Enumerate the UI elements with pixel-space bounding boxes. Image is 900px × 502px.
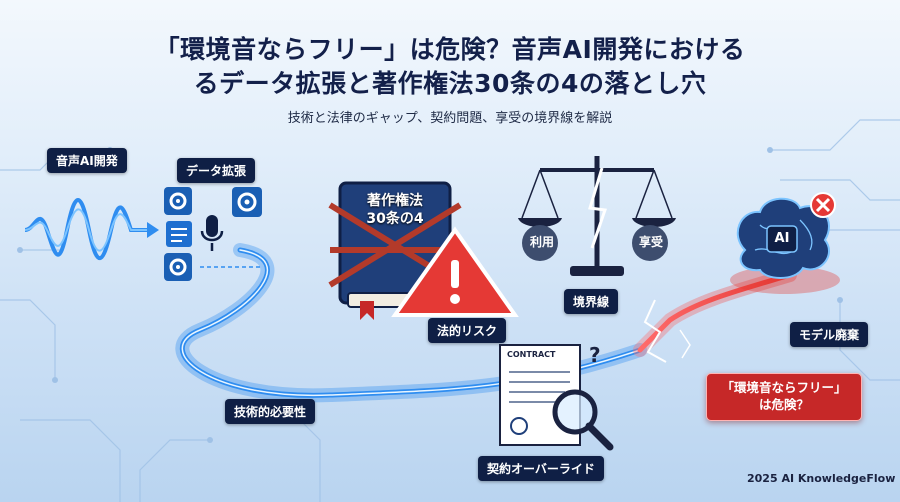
page-title-line1: 「環境音ならフリー」は危険？音声AI開発における: [154, 35, 746, 64]
data-augmentation-label: データ拡張: [177, 158, 256, 183]
book-title-line1: 著作権法: [367, 193, 423, 209]
contract-override-label: 契約オーバーライド: [478, 456, 604, 481]
magnifier-icon: [552, 389, 614, 451]
legal-risk-label: 法的リスク: [428, 318, 507, 343]
book-title-line2: 30条の4: [366, 210, 424, 227]
warning-callout: 「環境音ならフリー」 は危険？: [706, 373, 862, 421]
close-icon: [810, 192, 836, 218]
warning-callout-line2: は危険？: [758, 396, 809, 412]
page-title-line2: るデータ拡張と著作権法30条の4の落とし穴: [193, 69, 707, 98]
copyright-book: [328, 181, 519, 320]
balance-scale-icon: [518, 156, 676, 276]
footer-credit: 2025 AI KnowledgeFlow: [747, 472, 896, 485]
scale-right-label: 享受: [638, 235, 663, 249]
data-augmentation-icons: [164, 187, 262, 281]
book-title: 著作権法 30条の4: [345, 193, 445, 228]
warning-callout-line1: 「環境音ならフリー」: [721, 380, 847, 395]
contract-document: ?: [499, 343, 614, 451]
question-mark-icon: ?: [589, 343, 601, 367]
scale-left-label: 利用: [529, 235, 554, 249]
model-disposal-label: モデル廃棄: [790, 322, 869, 347]
sound-wave-icon: [25, 198, 159, 261]
gear-icon: [169, 192, 187, 210]
boundary-label: 境界線: [564, 289, 619, 314]
technical-necessity-label: 技術的必要性: [225, 399, 316, 424]
voice-ai-dev-label: 音声AI開発: [47, 148, 127, 173]
contract-heading: CONTRACT: [507, 350, 556, 359]
ai-brain-icon: [730, 192, 840, 294]
ai-chip-text: AI: [774, 231, 790, 246]
microphone-icon: [200, 215, 224, 251]
warning-triangle-icon: [391, 226, 519, 317]
page-subtitle: 技術と法律のギャップ、契約問題、享受の境界線を解説: [287, 111, 613, 126]
